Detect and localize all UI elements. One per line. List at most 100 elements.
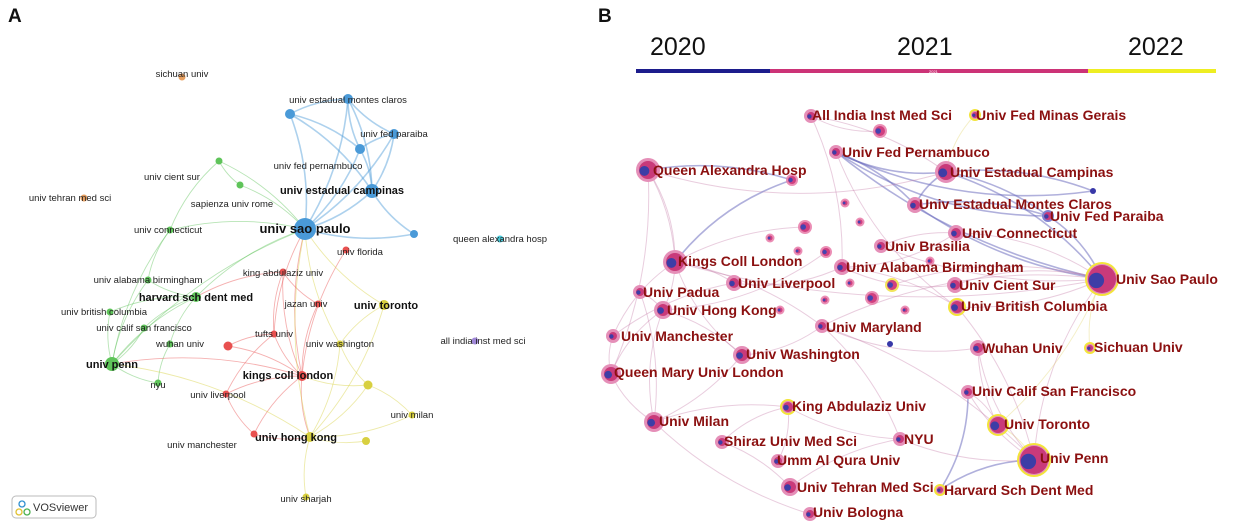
panel-b-edge [810, 115, 843, 268]
panel-b-node-unlabeled [885, 278, 899, 292]
panel-b-node-unlabeled [845, 278, 855, 288]
panel-b-edge [841, 266, 958, 308]
panel-b-edge [647, 169, 676, 263]
panel-b-edge [610, 169, 650, 375]
panel-a-label-milan: univ milan [391, 410, 434, 421]
panel-b-edge [789, 438, 901, 488]
panel-a-node-milan [408, 411, 416, 419]
panel-a-label-queenalex: queen alexandra hosp [453, 234, 547, 245]
panel-a-label-allindia: all india inst med sci [440, 336, 525, 347]
panel-a-label-pernambuco: univ fed pernambuco [274, 161, 363, 172]
panel-a-label-toronto: univ toronto [354, 300, 418, 312]
panel-a-edge [289, 113, 361, 150]
panel-b-node-toronto [987, 414, 1009, 436]
panel-b-edge [639, 291, 657, 423]
panel-b-edge [674, 179, 793, 263]
panel-b-node-liverpool [726, 275, 742, 291]
panel-a-node-campinas [365, 184, 379, 198]
panel-b-label-liverpool: Univ Liverpool [738, 275, 835, 291]
panel-a-edge [225, 393, 255, 435]
panel-b-node-sichuan [1084, 342, 1096, 354]
panel-a-label-sharjah: univ sharjah [280, 494, 331, 505]
panel-b-edge [653, 421, 811, 515]
panel-b-node-nyu [893, 432, 907, 446]
timeline: 2020 2021 2022 2021 [636, 33, 1216, 74]
panel-a-label-tehran: univ tehran med sci [29, 193, 111, 204]
panel-b-node-allindia [804, 109, 818, 123]
vosviewer-logo-icon [15, 500, 31, 516]
panel-a-node-unlabeled [285, 109, 295, 119]
panel-a-node-califsf [140, 324, 148, 332]
panel-a-edge [195, 228, 306, 298]
panel-a-node-florida [342, 246, 350, 254]
panel-a-node-sapienza [236, 181, 244, 189]
panel-b-node-milan [644, 412, 664, 432]
panel-a-label-montes: univ estadual montes claros [289, 95, 407, 106]
panel-a-node-saopaulo [294, 218, 316, 240]
panel-a-edge [111, 296, 197, 365]
panel-b-node-britcolumbia [948, 298, 966, 316]
panel-b-node-bologna [803, 507, 817, 521]
panel-a-label-penn: univ penn [86, 359, 138, 371]
panel-a-node-unlabeled [410, 230, 418, 238]
panel-b-node-unlabeled [925, 256, 935, 266]
panel-a-edge [225, 333, 275, 395]
panel-b-node-unlabeled [855, 217, 865, 227]
panel-a-node-alabama [144, 276, 152, 284]
panel-b-label: B [598, 6, 612, 27]
panel-a-label-manchester: univ manchester [167, 440, 237, 451]
panel-a-edge [282, 271, 303, 377]
panel-b-edge [674, 261, 743, 356]
panel-b-edge [997, 278, 1103, 426]
panel-a-node-toronto [379, 300, 389, 310]
panel-a-edge [273, 228, 306, 335]
panel-a-edge [304, 228, 415, 240]
panel-b-node-unlabeled [820, 295, 830, 305]
panel-b-edge [945, 171, 1103, 280]
panel-a-edge [282, 271, 319, 305]
panel-b-edge [841, 232, 957, 268]
panel-b-node-ummalqura [771, 454, 785, 468]
panel-b-edges [608, 114, 1103, 515]
panel-a-label-sichuan: sichuan univ [156, 69, 209, 80]
timeline-year-2022: 2022 [1128, 33, 1184, 61]
timeline-marker-text: 2021 [929, 69, 939, 74]
panel-a-edge [289, 113, 373, 192]
panel-b-label-kingabdulaziz: King Abdulaziz Univ [792, 398, 926, 414]
panel-b-node-unlabeled [887, 341, 893, 347]
panel-a-edge [304, 133, 395, 230]
panel-b-label-padua: Univ Padua [643, 284, 719, 300]
panel-b-label-connecticut: Univ Connecticut [962, 225, 1077, 241]
panel-a-edge [309, 414, 413, 438]
panel-a-node-kingabdulaziz [279, 268, 287, 276]
panel-b-label-shiraz: Shiraz Univ Med Sci [724, 433, 857, 449]
timeline-bar-2021 [770, 69, 1088, 73]
panel-a-node-queenalex [496, 235, 504, 243]
panel-b-edge [835, 151, 1049, 217]
panel-b-label-toronto: Univ Toronto [1004, 416, 1090, 432]
panel-a-edge [107, 311, 113, 365]
panel-b-edge [977, 347, 1035, 461]
panel-b-edge [821, 325, 901, 440]
panel-b-node-maryland [815, 319, 829, 333]
panel-b-node-saopaulo [1085, 262, 1119, 296]
panel-a-node-manchester [250, 430, 258, 438]
panel-b-label-penn: Univ Penn [1040, 450, 1108, 466]
panel-b-node-montes [907, 197, 923, 213]
panel-a-edge [347, 98, 373, 192]
panel-b-label-bologna: Univ Bologna [813, 504, 903, 520]
panel-a-edge [304, 98, 349, 230]
panel-b-node-tehran [781, 478, 799, 496]
panel-b-node-campinas [935, 161, 957, 183]
panel-a-node-unlabeled [363, 380, 373, 390]
panel-b-edge [939, 391, 969, 491]
panel-b-label-ummalqura: Umm Al Qura Univ [777, 452, 900, 468]
panel-b-node-minasgerais [969, 109, 981, 121]
panel-a-node-kingscoll [297, 371, 307, 381]
panel-a-label-florida: univ florida [337, 247, 384, 258]
panel-b-label-kingscoll: Kings Coll London [678, 253, 802, 269]
timeline-year-2020: 2020 [650, 33, 706, 61]
panel-b-label-minasgerais: Univ Fed Minas Gerais [976, 107, 1126, 123]
panel-a-node-tehran [80, 194, 88, 202]
panel-b-node-kingabdulaziz [780, 399, 796, 415]
